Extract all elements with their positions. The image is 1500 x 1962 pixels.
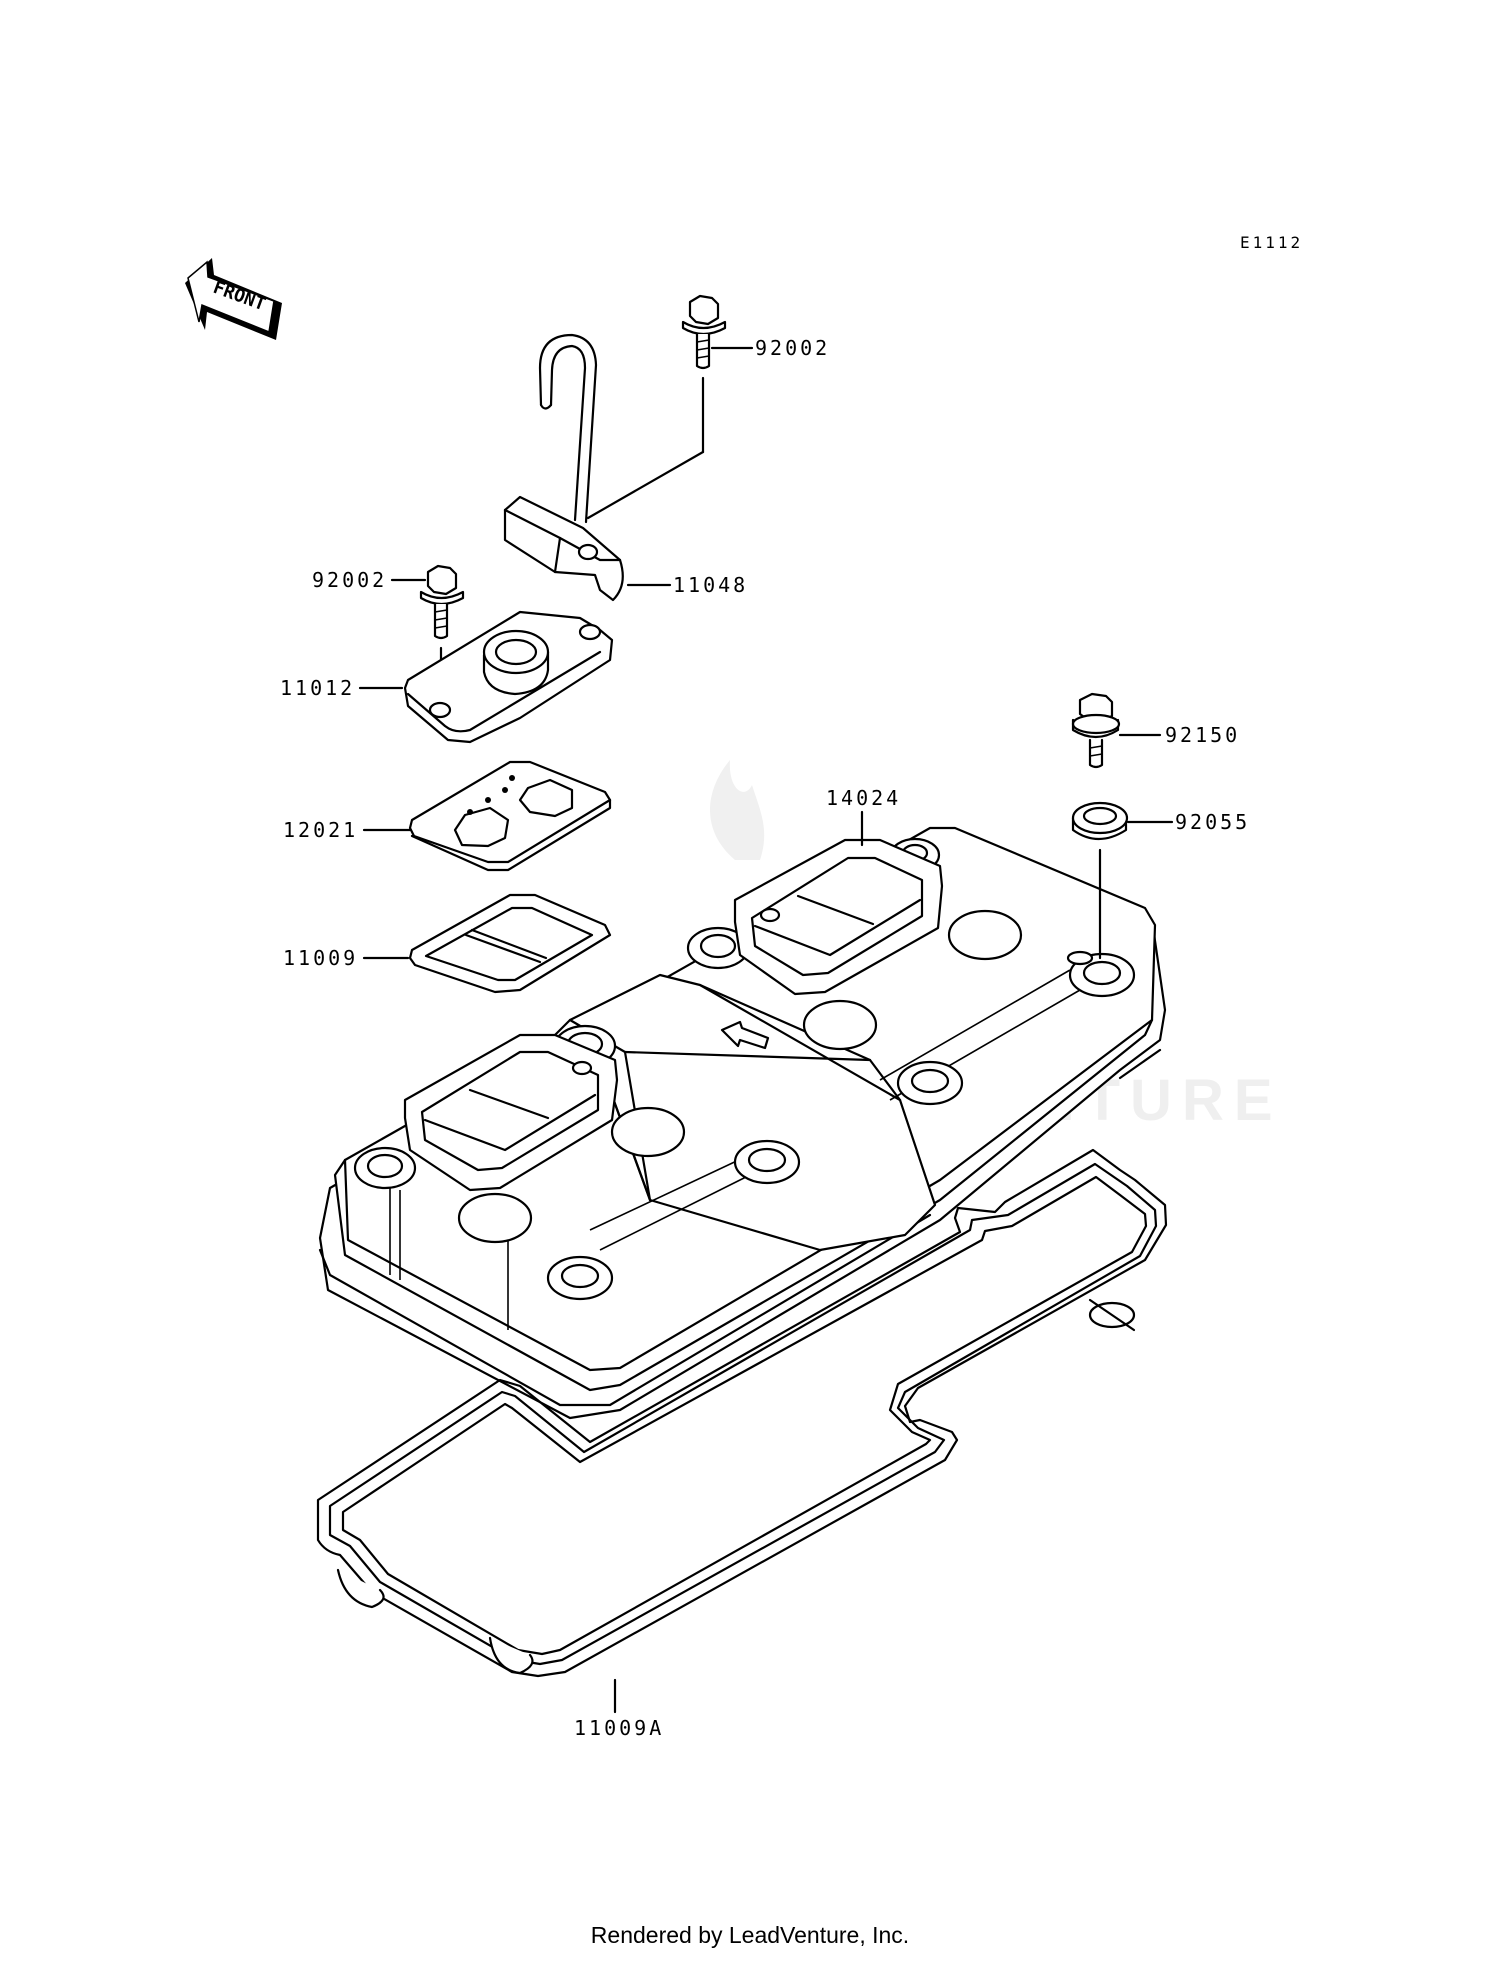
washer-92055 bbox=[1071, 801, 1174, 960]
cylinder-head-cover-14024 bbox=[318, 810, 1167, 1420]
bolt-92150 bbox=[1071, 692, 1162, 769]
part-labels: 92002 11048 92002 11012 12021 11009 1402… bbox=[280, 336, 1250, 1740]
part-label-12021: 12021 bbox=[283, 818, 358, 842]
right-breather-window bbox=[733, 838, 944, 996]
footer-credit: Rendered by LeadVenture, Inc. bbox=[590, 1922, 910, 1948]
part-label-11048: 11048 bbox=[673, 573, 748, 597]
plug-well-2 bbox=[610, 1106, 686, 1158]
plate-12021 bbox=[362, 760, 612, 872]
bolt-92002-top bbox=[586, 294, 754, 520]
plug-well-3 bbox=[802, 999, 878, 1051]
gasket-11009A bbox=[316, 1148, 1168, 1714]
plug-well-4 bbox=[947, 909, 1023, 961]
part-label-11009: 11009 bbox=[283, 946, 358, 970]
part-label-11009A: 11009A bbox=[574, 1716, 664, 1740]
part-label-92002-left: 92002 bbox=[312, 568, 387, 592]
part-label-92150: 92150 bbox=[1165, 723, 1240, 747]
cover-bolt-holes bbox=[353, 837, 1136, 1301]
part-label-11012: 11012 bbox=[280, 676, 355, 700]
part-label-14024: 14024 bbox=[826, 786, 901, 810]
bolt-92002-left bbox=[390, 564, 465, 707]
bracket-11048 bbox=[503, 333, 672, 602]
part-label-92055: 92055 bbox=[1175, 810, 1250, 834]
plug-well-1 bbox=[457, 1192, 533, 1244]
gasket-11009 bbox=[362, 893, 612, 994]
part-label-92002-top: 92002 bbox=[755, 336, 830, 360]
left-breather-window bbox=[403, 1033, 619, 1192]
front-direction-arrow: FRONT bbox=[185, 258, 282, 340]
diagram-code: E1112 bbox=[1240, 233, 1303, 252]
cap-11012 bbox=[358, 610, 614, 744]
